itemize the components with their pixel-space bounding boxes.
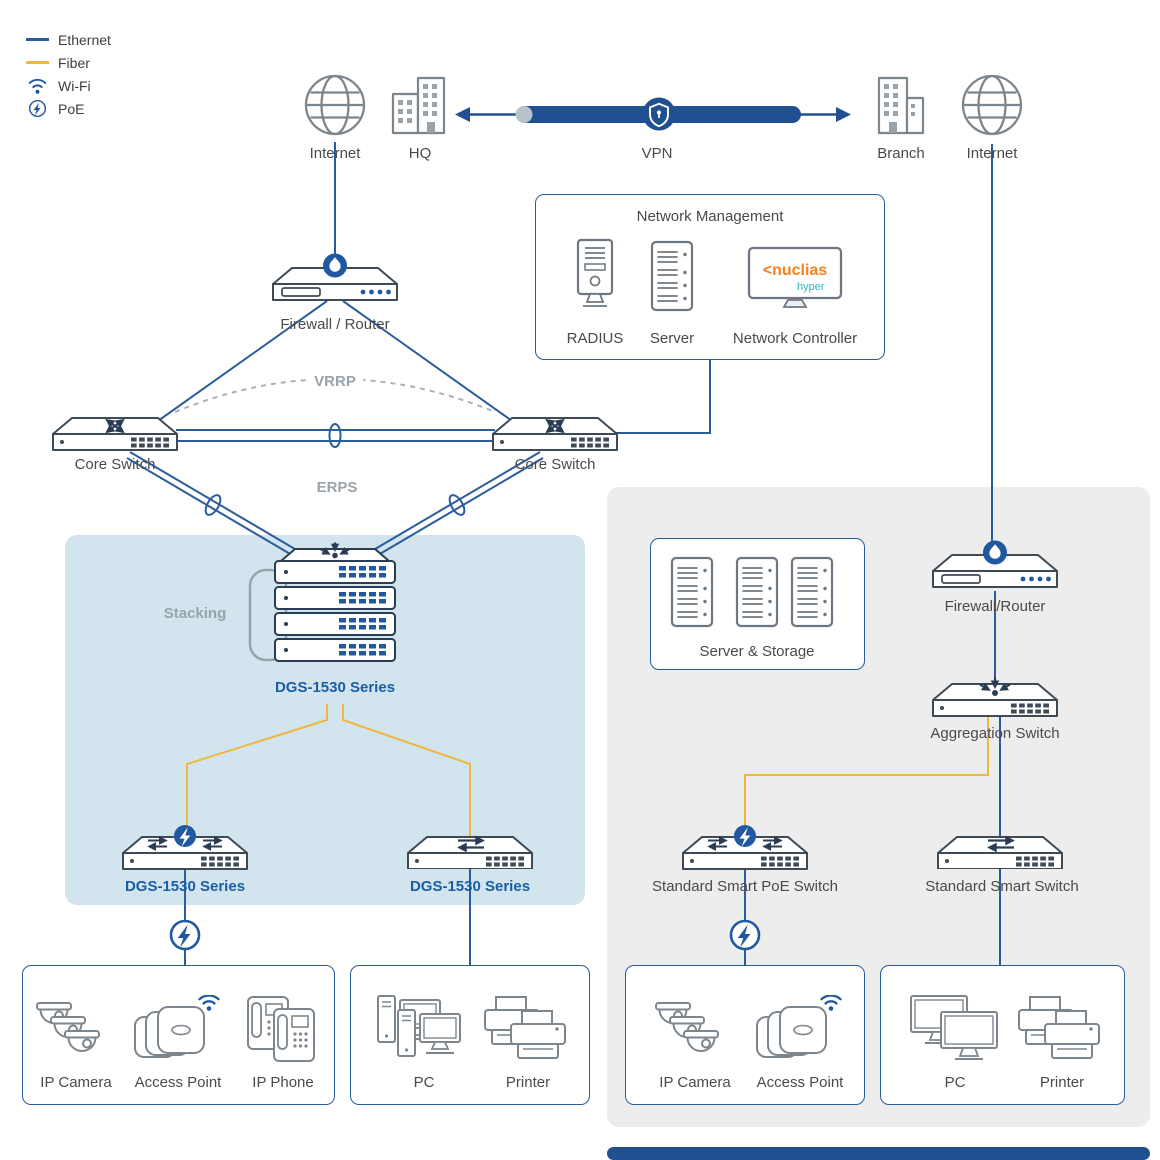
- branch-pc-label: PC: [944, 1074, 966, 1091]
- core-switch-right-label: Core Switch: [514, 456, 596, 473]
- vpn-label: VPN: [641, 145, 673, 162]
- hq-ip-phone-label: IP Phone: [252, 1074, 314, 1091]
- aggregation-switch-label: Aggregation Switch: [930, 725, 1060, 742]
- branch-firewall-router-device: [925, 539, 1065, 591]
- standard-smart-poe-switch-label: Standard Smart PoE Switch: [652, 878, 838, 895]
- ip-camera-icon-branch: [650, 995, 740, 1065]
- legend-fiber-label: Fiber: [58, 54, 90, 71]
- server-label: Server: [649, 330, 695, 347]
- fiber-line-icon: [25, 61, 49, 64]
- branch-access-point-label: Access Point: [756, 1074, 844, 1091]
- legend-poe-label: PoE: [58, 100, 85, 117]
- legend-poe: PoE: [25, 97, 111, 120]
- vpn-arrow-right: [836, 107, 851, 122]
- printer-icon-hq: [483, 995, 573, 1065]
- stacking-label: Stacking: [163, 605, 227, 622]
- hq-buildings-icon: [390, 74, 450, 136]
- vpn-tunnel: [455, 97, 851, 131]
- vrrp-label: VRRP: [307, 373, 363, 390]
- stack-series-label: DGS-1530 Series: [274, 679, 396, 696]
- core-switch-right-device: [485, 400, 625, 452]
- legend-fiber: Fiber: [25, 51, 111, 74]
- internet-globe-left-icon: [302, 72, 368, 138]
- standard-smart-switch-label: Standard Smart Switch: [925, 878, 1079, 895]
- branch-building-icon: [873, 74, 929, 136]
- legend-wifi: Wi-Fi: [25, 74, 111, 97]
- server-storage-label: Server & Storage: [699, 643, 815, 660]
- aggregation-switch-device: [925, 666, 1065, 718]
- switch-series-label: DGS-1530 Series: [409, 878, 531, 895]
- nuclias-logo-name: nuclias: [772, 262, 828, 279]
- legend-ethernet: Ethernet: [25, 28, 111, 51]
- storage-rack-icon-1: [670, 556, 714, 628]
- branch-label: Branch: [877, 145, 925, 162]
- dgs1530-poe-switch-device: [115, 815, 255, 871]
- network-controller-label: Network Controller: [732, 330, 858, 347]
- internet-right-label: Internet: [966, 145, 1018, 162]
- legend-wifi-label: Wi-Fi: [58, 77, 91, 94]
- dgs1530-stack-device: [265, 541, 405, 665]
- server-rack-icon: [650, 240, 694, 312]
- internet-left-label: Internet: [309, 145, 361, 162]
- erps-label: ERPS: [316, 479, 358, 496]
- footer-accent-bar: [607, 1147, 1150, 1160]
- vpn-lock-icon: [642, 97, 676, 131]
- standard-smart-switch-device: [930, 817, 1070, 869]
- poe-switch-series-label: DGS-1530 Series: [124, 878, 246, 895]
- hq-label: HQ: [408, 145, 432, 162]
- link-aggregation-rings: [204, 423, 466, 516]
- ethernet-links: [126, 142, 1001, 965]
- network-management-title: Network Management: [636, 208, 784, 225]
- nuclias-logo-bracket: <: [762, 262, 773, 279]
- fiber-links: [186, 704, 989, 840]
- ip-phone-icon: [238, 995, 328, 1065]
- hq-printer-label: Printer: [505, 1074, 551, 1091]
- access-point-icon-branch: [755, 995, 845, 1065]
- printer-icon-branch: [1017, 995, 1107, 1065]
- hq-ip-camera-label: IP Camera: [40, 1074, 112, 1091]
- legend-ethernet-label: Ethernet: [58, 31, 111, 48]
- vpn-arrow-left: [455, 107, 470, 122]
- pc-icon-hq: [376, 994, 472, 1066]
- storage-rack-icon-3: [790, 556, 834, 628]
- nuclias-logo-sub: hyper: [797, 280, 825, 293]
- core-switch-left-label: Core Switch: [74, 456, 156, 473]
- standard-smart-poe-switch-device: [675, 815, 815, 871]
- storage-rack-icon-2: [735, 556, 779, 628]
- hq-firewall-router-device: [265, 252, 405, 304]
- hq-pc-label: PC: [413, 1074, 435, 1091]
- nuclias-hyper-logo: <nuclias hyper: [751, 262, 839, 293]
- internet-globe-right-icon: [959, 72, 1025, 138]
- wifi-icon: [26, 77, 49, 95]
- poe-icon: [28, 99, 47, 118]
- dgs1530-switch-device: [400, 817, 540, 869]
- legend: Ethernet Fiber Wi-Fi PoE: [25, 28, 111, 120]
- radius-server-icon: [570, 238, 620, 312]
- core-switch-left-device: [45, 400, 185, 452]
- ip-camera-icon-hq: [31, 995, 121, 1065]
- branch-ip-camera-label: IP Camera: [659, 1074, 731, 1091]
- hq-firewall-label: Firewall / Router: [280, 316, 390, 333]
- branch-firewall-label: Firewall/Router: [944, 598, 1046, 615]
- radius-label: RADIUS: [566, 330, 624, 347]
- pc-icon-branch: [907, 994, 1003, 1066]
- ethernet-line-icon: [25, 38, 49, 41]
- branch-printer-label: Printer: [1039, 1074, 1085, 1091]
- poe-badge-right: [728, 918, 762, 952]
- access-point-icon-hq: [133, 995, 223, 1065]
- hq-access-point-label: Access Point: [134, 1074, 222, 1091]
- poe-badge-left: [168, 918, 202, 952]
